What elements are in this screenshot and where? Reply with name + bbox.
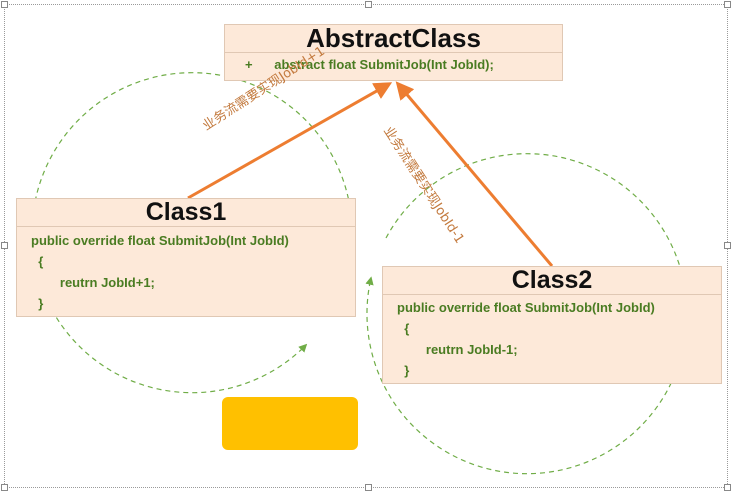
code-line: } xyxy=(397,363,410,378)
resize-handle-top-left[interactable] xyxy=(1,1,8,8)
resize-handle-top[interactable] xyxy=(365,1,372,8)
resize-handle-bottom-right[interactable] xyxy=(724,484,731,491)
member-visibility: + xyxy=(245,57,253,72)
code-line: reutrn JobId+1; xyxy=(31,275,155,290)
redaction-highlight xyxy=(222,397,358,450)
code-line: public override float SubmitJob(Int JobI… xyxy=(31,233,289,248)
resize-handle-bottom[interactable] xyxy=(365,484,372,491)
inheritance-arrow-class1 xyxy=(187,82,393,200)
code-line: public override float SubmitJob(Int JobI… xyxy=(397,300,655,315)
code-line: } xyxy=(31,296,44,311)
class1-code: public override float SubmitJob(Int JobI… xyxy=(17,227,355,314)
abstract-class-title: AbstractClass xyxy=(225,25,562,53)
class1-box[interactable]: Class1 public override float SubmitJob(I… xyxy=(16,198,356,317)
inheritance-arrow-class2 xyxy=(395,81,554,267)
abstract-class-member: + abstract float SubmitJob(Int JobId); xyxy=(225,53,562,72)
member-signature: abstract float SubmitJob(Int JobId); xyxy=(274,57,494,72)
class2-code: public override float SubmitJob(Int JobI… xyxy=(383,295,721,381)
cycle-arc-class1 xyxy=(31,72,353,394)
code-line: { xyxy=(397,321,410,336)
class2-title: Class2 xyxy=(383,267,721,295)
code-line: reutrn JobId-1; xyxy=(397,342,518,357)
class1-title: Class1 xyxy=(17,199,355,227)
code-line: { xyxy=(31,254,44,269)
resize-handle-top-right[interactable] xyxy=(724,1,731,8)
resize-handle-bottom-left[interactable] xyxy=(1,484,8,491)
resize-handle-right[interactable] xyxy=(724,242,731,249)
abstract-class-box[interactable]: AbstractClass + abstract float SubmitJob… xyxy=(224,24,563,81)
resize-handle-left[interactable] xyxy=(1,242,8,249)
class2-box[interactable]: Class2 public override float SubmitJob(I… xyxy=(382,266,722,384)
